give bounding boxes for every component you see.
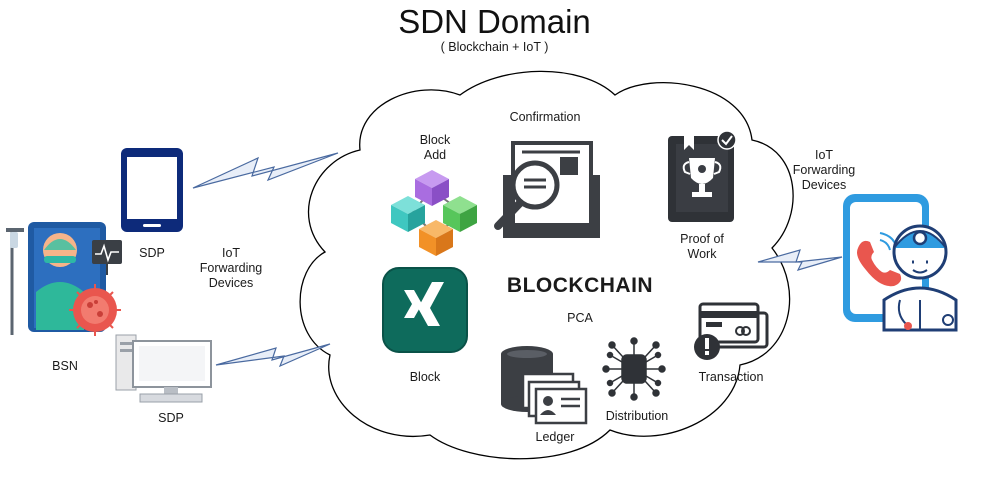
confirmation-label: Confirmation bbox=[509, 110, 581, 124]
lightning-icon bbox=[192, 152, 843, 368]
diagram-title: SDN Domain bbox=[398, 3, 591, 40]
magnifier-icon bbox=[494, 160, 560, 230]
ledger-label: Ledger bbox=[535, 430, 575, 444]
id-card-icon bbox=[521, 372, 588, 425]
credit-card-icon bbox=[694, 302, 769, 360]
sdp-phone-label: SDP bbox=[139, 246, 165, 260]
chip-icon bbox=[602, 337, 666, 401]
doctor-icon bbox=[882, 224, 958, 332]
desktop-computer-icon bbox=[115, 334, 212, 403]
blocks-icon bbox=[391, 170, 477, 256]
bsn-label: BSN bbox=[52, 359, 78, 373]
trophy-icon bbox=[682, 158, 722, 197]
block-add-line-1: Block bbox=[419, 133, 451, 147]
left-iot-line-1: IoT bbox=[221, 246, 241, 260]
blockchain-heading: BLOCKCHAIN bbox=[506, 274, 654, 297]
smartphone-icon bbox=[121, 148, 183, 232]
proof-of-work-line-2: Work bbox=[687, 247, 717, 261]
block-add-label: Block Add bbox=[405, 133, 465, 163]
sdp-computer-label: SDP bbox=[158, 411, 184, 425]
proof-of-work-label: Proof of Work bbox=[660, 232, 744, 262]
virus-icon bbox=[69, 284, 121, 336]
proof-of-work-line-1: Proof of bbox=[680, 232, 724, 246]
pca-label: PCA bbox=[567, 311, 593, 325]
right-iot-label: IoT Forwarding Devices bbox=[778, 148, 870, 193]
right-iot-line-3: Devices bbox=[801, 178, 847, 192]
xing-block-icon bbox=[382, 267, 468, 353]
block-add-line-2: Add bbox=[423, 148, 447, 162]
block-label: Block bbox=[409, 370, 441, 384]
distribution-label: Distribution bbox=[605, 409, 669, 423]
diagram-subtitle: ( Blockchain + IoT ) bbox=[440, 40, 549, 54]
left-iot-line-2: Forwarding bbox=[199, 261, 263, 275]
left-iot-label: IoT Forwarding Devices bbox=[176, 246, 286, 291]
left-iot-line-3: Devices bbox=[208, 276, 254, 290]
transaction-label: Transaction bbox=[698, 370, 764, 384]
right-iot-line-1: IoT bbox=[814, 148, 834, 162]
right-iot-line-2: Forwarding bbox=[792, 163, 856, 177]
